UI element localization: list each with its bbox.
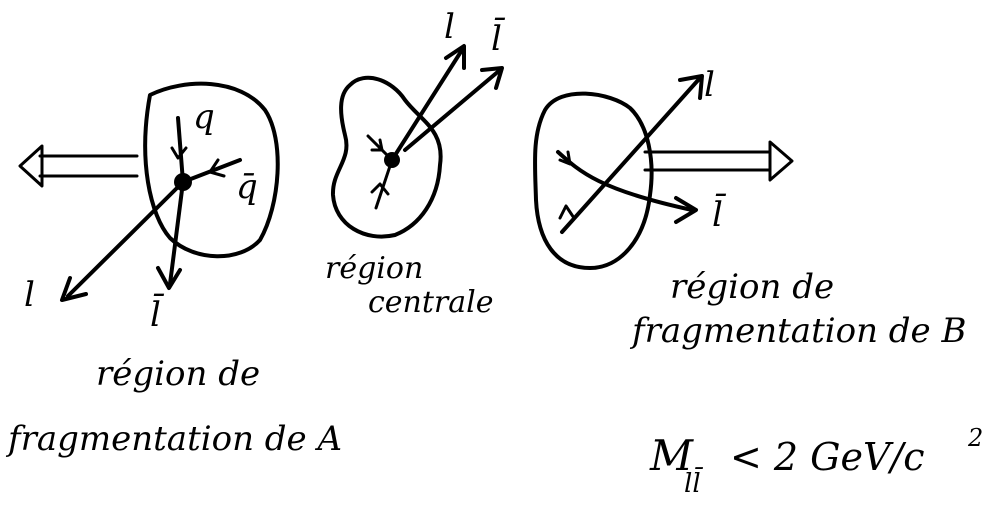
lepton-l-a-arrowhead: [60, 276, 88, 302]
region-central-group: l l̄ région centrale: [325, 7, 506, 320]
lepton-lbar-a-arrowhead: [156, 266, 182, 290]
mass-symbol: M: [649, 431, 694, 480]
lepton-l-a-line: [66, 180, 185, 298]
mass-relation: < 2 GeV/c: [730, 435, 925, 479]
mass-subscript: ll̄: [684, 466, 704, 499]
label-l-b: l: [704, 65, 715, 105]
label-q: q: [193, 97, 215, 137]
region-b-blob: [532, 91, 654, 270]
quark-q-arrowhead: [170, 146, 188, 160]
caption-central-line2: centrale: [368, 285, 494, 320]
lepton-l-central-arrowhead: [444, 44, 466, 70]
region-a-blob: [143, 81, 280, 259]
lepton-l-central-line: [390, 48, 464, 162]
lepton-l-b-line: [560, 76, 702, 234]
region-central-blob: [330, 75, 443, 239]
region-b-group: l l̄ région de fragmentation de B: [532, 65, 966, 351]
caption-b-line2: fragmentation de B: [629, 311, 966, 351]
lepton-lbar-central-line: [403, 68, 502, 152]
beam-a-arrow: [18, 144, 139, 188]
label-lbar-a: l̄: [150, 293, 165, 335]
label-qbar: q̄: [236, 167, 258, 207]
lepton-lbar-b-arrowhead: [674, 196, 698, 224]
lepton-lbar-b-line: [556, 150, 694, 212]
antiquark-arrowhead: [208, 158, 226, 178]
label-l-a: l: [24, 275, 35, 315]
lepton-l-b-arrowhead: [678, 74, 704, 100]
label-l-central: l: [444, 7, 455, 47]
quark-q-line: [176, 116, 185, 184]
caption-a-line2: fragmentation de A: [5, 419, 342, 459]
label-lbar-b: l̄: [712, 193, 727, 235]
label-lbar-central: l̄: [491, 17, 506, 59]
beam-b-arrow: [643, 140, 794, 182]
region-a-group: q q̄ l l̄: [18, 81, 280, 335]
lepton-lbar-central-arrowhead: [480, 66, 504, 90]
caption-central-line1: région: [325, 251, 423, 286]
lepton-lbar-a-line: [168, 180, 185, 286]
caption-b-line1: région de: [670, 267, 834, 307]
caption-a-line1: région de: [96, 354, 260, 394]
mass-exponent: 2: [967, 424, 983, 452]
mass-condition: M ll̄ < 2 GeV/c 2: [649, 424, 983, 499]
